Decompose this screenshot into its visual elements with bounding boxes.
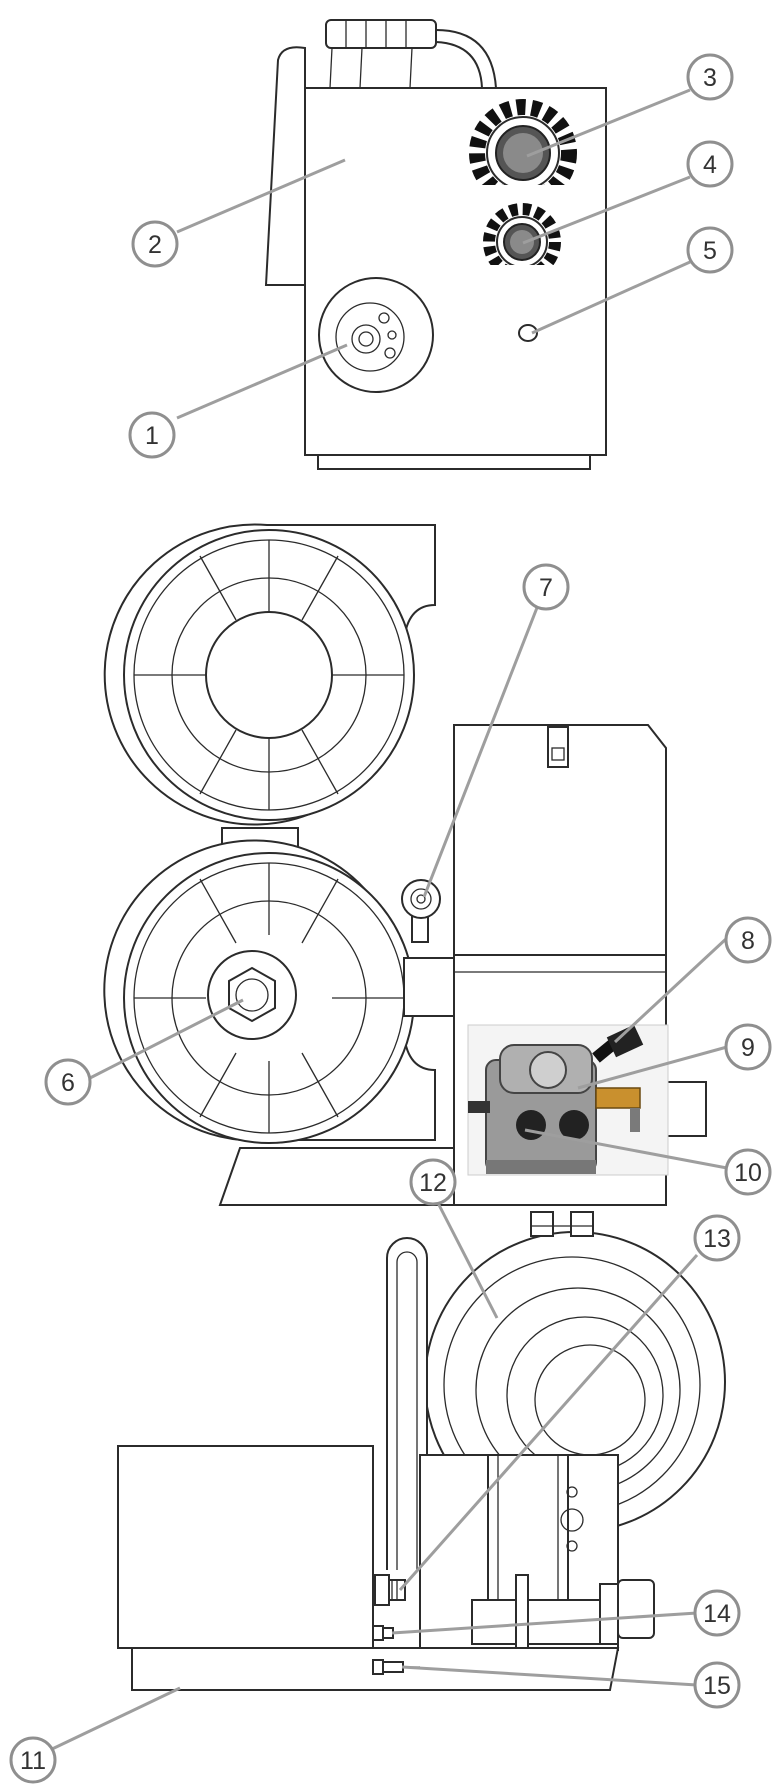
- svg-text:14: 14: [703, 1600, 731, 1628]
- callout-5: 5: [686, 226, 734, 274]
- svg-text:11: 11: [20, 1747, 46, 1775]
- svg-text:9: 9: [741, 1034, 755, 1062]
- leader-6: [89, 998, 244, 1080]
- carry-handle: [325, 19, 497, 89]
- svg-text:12: 12: [419, 1169, 447, 1197]
- svg-text:13: 13: [703, 1225, 731, 1253]
- callout-12: 12: [409, 1158, 457, 1206]
- leader-1: [176, 343, 348, 420]
- svg-text:2: 2: [148, 231, 162, 259]
- leader-10: [524, 1128, 728, 1170]
- callout-10: 10: [724, 1148, 772, 1196]
- leader-lines: [49, 88, 729, 1752]
- indicator-lamp: [518, 324, 538, 342]
- rear-bracket: [264, 46, 306, 286]
- callout-7: 7: [522, 563, 570, 611]
- leader-4: [522, 175, 691, 245]
- svg-text:1: 1: [145, 422, 159, 450]
- leader-5: [531, 260, 691, 335]
- fitting-14: [372, 1625, 394, 1641]
- callout-9: 9: [724, 1023, 772, 1071]
- callout-14: 14: [693, 1589, 741, 1637]
- leader-3: [526, 88, 691, 158]
- callout-6: 6: [44, 1058, 92, 1106]
- callout-4: 4: [686, 140, 734, 188]
- hub-nut: [228, 966, 276, 1023]
- upper-spool: [103, 523, 436, 826]
- svg-text:15: 15: [703, 1672, 731, 1700]
- leader-11: [49, 1686, 181, 1752]
- callouts: 1 2 3 4 5 6 7 8 9 10 11 12 13 14 15: [9, 53, 772, 1784]
- leader-9: [577, 1045, 728, 1090]
- callout-1: 1: [128, 411, 176, 459]
- wire-drive-unit: [467, 1024, 669, 1176]
- power-box: [117, 1445, 374, 1649]
- voltage-knob: [483, 203, 561, 287]
- leader-7: [422, 599, 542, 898]
- side-view: [103, 523, 707, 1206]
- leader-14: [391, 1611, 698, 1635]
- svg-text:3: 3: [703, 64, 717, 92]
- gas-inlet-fitting: [401, 879, 441, 943]
- leader-12: [436, 1202, 499, 1319]
- rear-tube: [386, 1237, 428, 1570]
- lower-spool: [103, 839, 436, 1144]
- callout-3: 3: [686, 53, 734, 101]
- fitting-13: [374, 1574, 406, 1606]
- svg-text:6: 6: [61, 1069, 75, 1097]
- svg-text:4: 4: [703, 151, 717, 179]
- housing-base: [317, 454, 591, 470]
- leader-2: [176, 158, 346, 234]
- leader-15: [401, 1665, 698, 1687]
- svg-text:8: 8: [741, 927, 755, 955]
- connector-block: [403, 957, 455, 1017]
- leader-13: [398, 1254, 699, 1591]
- callout-11: 11: [9, 1736, 57, 1784]
- svg-text:5: 5: [703, 237, 717, 265]
- wire-speed-knob: [469, 99, 577, 215]
- callout-8: 8: [724, 916, 772, 964]
- callout-15: 15: [693, 1661, 741, 1709]
- svg-text:10: 10: [734, 1159, 762, 1187]
- front-view: [264, 19, 607, 470]
- svg-text:7: 7: [539, 574, 553, 602]
- callout-13: 13: [693, 1214, 741, 1262]
- rear-view: [117, 1211, 726, 1691]
- leader-8: [613, 936, 729, 1044]
- torch-connector: [318, 277, 434, 393]
- callout-2: 2: [131, 220, 179, 268]
